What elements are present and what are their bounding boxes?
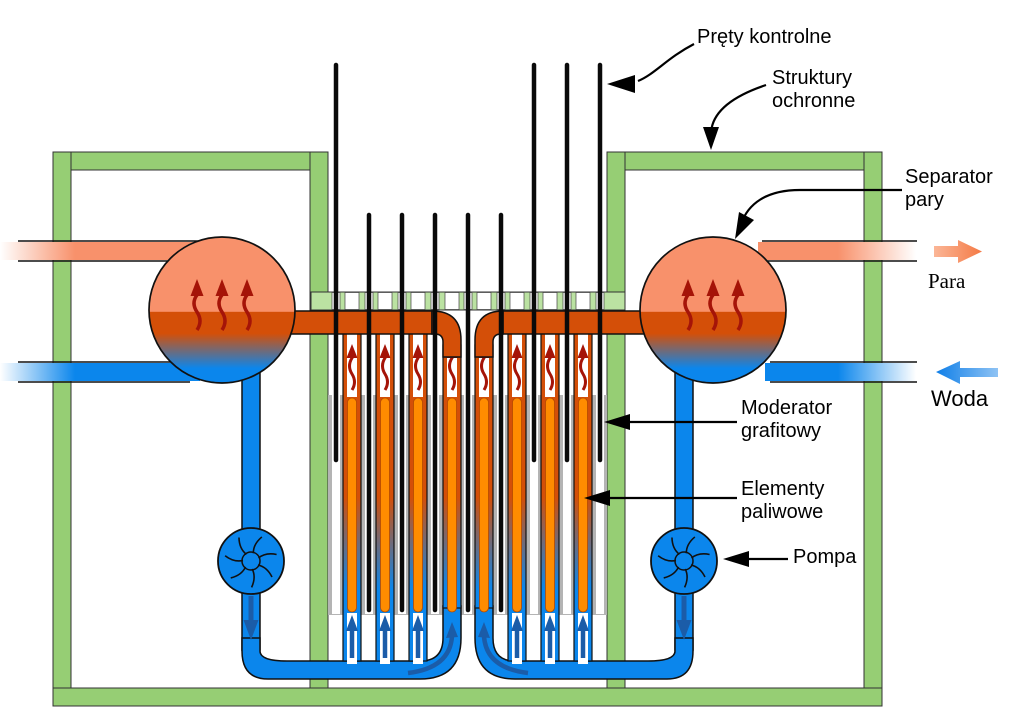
steam-line-right (758, 240, 917, 262)
water-line-left (0, 361, 200, 383)
fuel-label-line1: Elementy (741, 478, 825, 500)
steam-separator-right (639, 236, 787, 384)
steam-separator-label: Separator pary (905, 166, 993, 212)
leader-arrows (584, 43, 902, 567)
pump-left (217, 527, 285, 640)
protective-structures (52, 151, 883, 707)
steam-label: Para (928, 269, 966, 293)
fuel-channel-5 (474, 342, 494, 613)
protective-structures-label: Struktury ochronne (772, 67, 855, 113)
moderator-label-line2: grafitowy (741, 420, 822, 442)
control-rods-label: Pręty kontrolne (697, 26, 832, 48)
fuel-channel-4 (442, 342, 462, 613)
pump-label: Pompa (793, 546, 857, 568)
water-line-right (765, 361, 917, 383)
moderator-label-line1: Moderator (741, 397, 833, 419)
steam-headers (279, 310, 651, 358)
steam-separator-label-line1: Separator (905, 166, 993, 188)
water-in-arrow (936, 361, 998, 384)
steam-separator-left (148, 236, 296, 384)
elbow-flow-arrows (407, 622, 529, 676)
moderator-label: Moderator grafitowy (741, 397, 832, 443)
steam-out-arrow (934, 240, 982, 263)
pump-right (650, 527, 718, 640)
fuel-channels (343, 327, 592, 664)
steam-separator-label-line2: pary (905, 189, 944, 211)
fuel-label-line2: paliwowe (741, 501, 824, 523)
water-label: Woda (931, 386, 989, 411)
fuel-label: Elementy paliwowe (741, 478, 824, 524)
protective-structures-label-line1: Struktury (772, 67, 853, 89)
protective-structures-label-line2: ochronne (772, 90, 856, 112)
